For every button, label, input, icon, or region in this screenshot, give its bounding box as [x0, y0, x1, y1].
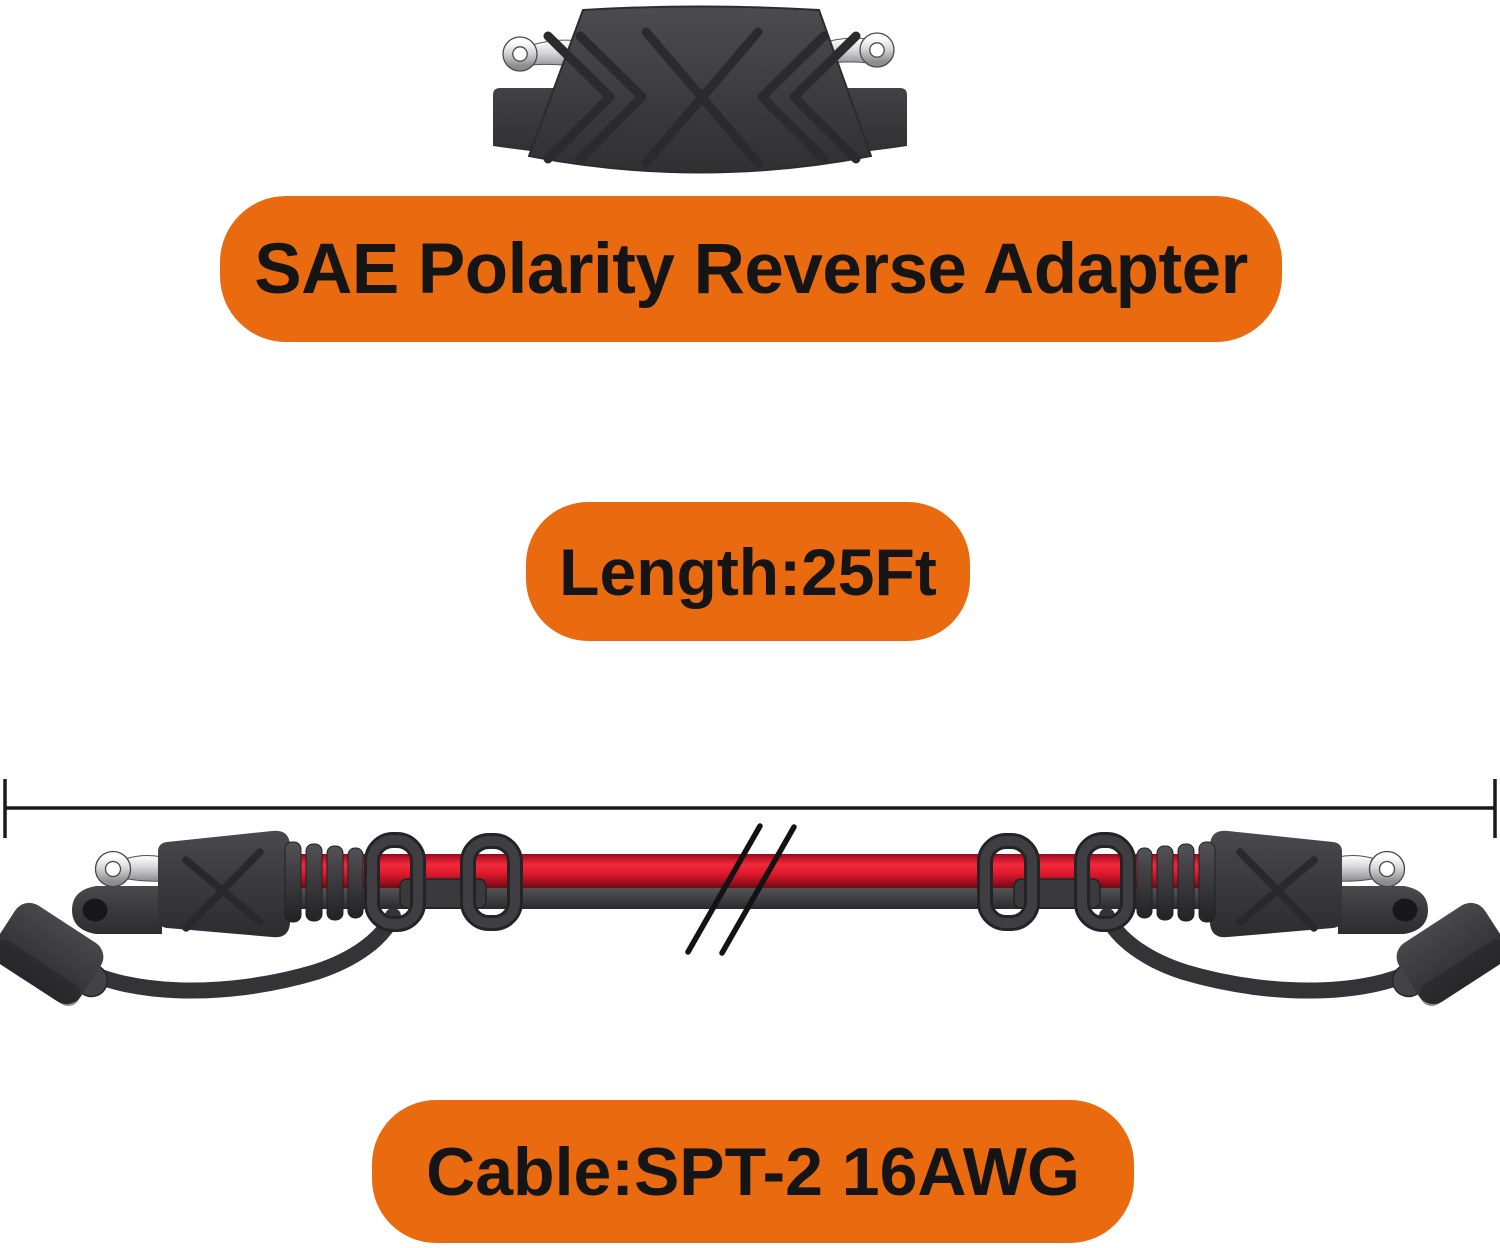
adapter-x-pattern — [543, 27, 861, 168]
cable-spec-badge: Cable:SPT-2 16AWG — [372, 1100, 1134, 1243]
connector-housing — [158, 830, 290, 938]
length-text: Length:25Ft — [559, 534, 937, 609]
adapter-name-text: SAE Polarity Reverse Adapter — [254, 229, 1248, 309]
length-dimension-line — [3, 779, 1497, 838]
length-badge: Length:25Ft — [526, 502, 970, 641]
strain-relief-ribs — [284, 841, 364, 923]
cable-clip-rings — [364, 832, 523, 932]
connector-tab — [72, 886, 162, 934]
sae-adapter-image — [493, 5, 907, 174]
sae-connector-left — [0, 830, 523, 1007]
adapter-name-badge: SAE Polarity Reverse Adapter — [220, 196, 1282, 342]
dust-cap — [0, 902, 109, 1007]
break-marks — [685, 823, 797, 956]
tether-strap — [62, 908, 401, 999]
sae-cable-image — [0, 779, 1500, 1040]
cable-spec-text: Cable:SPT-2 16AWG — [426, 1133, 1080, 1210]
connector-terminal-icon — [94, 850, 163, 888]
